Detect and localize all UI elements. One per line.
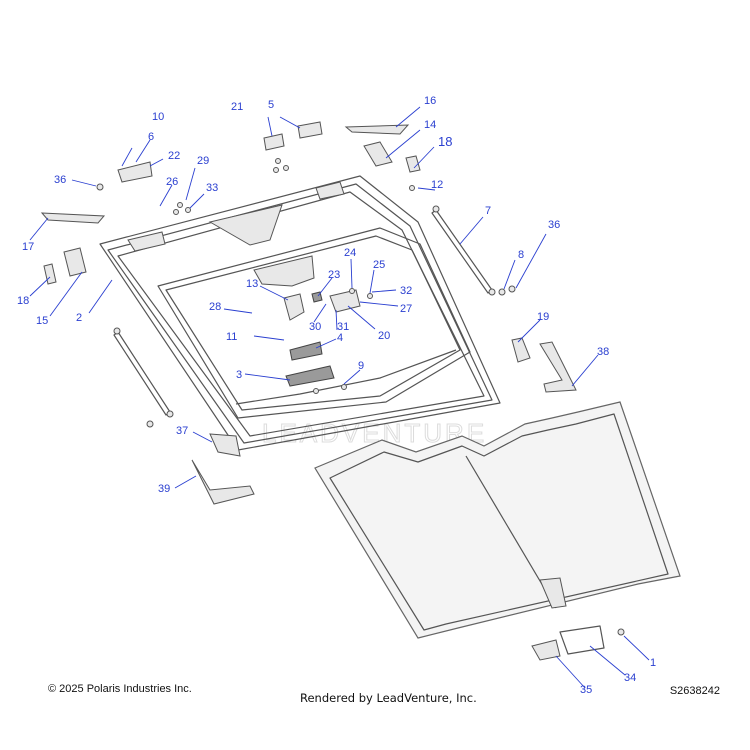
copyright-text: © 2025 Polaris Industries Inc.: [48, 683, 192, 695]
callout-36-right: 36: [548, 219, 560, 231]
callout-30: 30: [309, 321, 321, 333]
callout-13: 13: [246, 278, 258, 290]
callout-17: 17: [22, 241, 34, 253]
callout-37: 37: [176, 425, 188, 437]
gas-strut-left-part: [113, 327, 174, 418]
callout-14: 14: [424, 119, 436, 131]
callout-24: 24: [344, 247, 356, 259]
gas-strut-right-part: [431, 205, 496, 296]
callout-19: 19: [537, 311, 549, 323]
callout-4: 4: [337, 332, 343, 344]
hinges-and-brackets: [40, 121, 625, 661]
callout-18-left: 18: [17, 295, 29, 307]
callout-35: 35: [580, 684, 592, 696]
callout-2: 2: [76, 312, 82, 324]
callout-29: 29: [197, 155, 209, 167]
callout-23: 23: [328, 269, 340, 281]
callout-10: 10: [152, 111, 164, 123]
callout-39: 39: [158, 483, 170, 495]
callout-12: 12: [431, 179, 443, 191]
callout-11: 11: [226, 331, 237, 343]
callout-22: 22: [168, 150, 180, 162]
callout-5: 5: [268, 99, 274, 111]
glass-panel-part: [314, 401, 681, 639]
callout-1: 1: [650, 657, 656, 669]
callout-27: 27: [400, 303, 412, 315]
callout-9: 9: [358, 360, 364, 372]
callout-36-left: 36: [54, 174, 66, 186]
callout-16: 16: [424, 95, 436, 107]
leader-lines: [29, 106, 650, 689]
callout-32: 32: [400, 285, 412, 297]
callout-6: 6: [148, 131, 154, 143]
callout-8: 8: [518, 249, 524, 261]
callout-28: 28: [209, 301, 221, 313]
callout-7: 7: [485, 205, 491, 217]
callout-25: 25: [373, 259, 385, 271]
diagram-id-text: S2638242: [669, 685, 720, 697]
callout-26: 26: [166, 176, 178, 188]
callout-38: 38: [597, 346, 609, 358]
callout-20: 20: [378, 330, 390, 342]
callouts: 10 6 22 36 26 29 33 21 5 16 14 18 12 7 3…: [17, 95, 656, 696]
callout-21: 21: [231, 101, 243, 113]
door-frame-part: [99, 175, 501, 451]
callout-18-right: 18: [438, 134, 452, 149]
callout-3: 3: [236, 369, 242, 381]
callout-34: 34: [624, 672, 636, 684]
callout-15: 15: [36, 315, 48, 327]
inner-panel-part: [157, 227, 471, 419]
rendered-by-text: Rendered by LeadVenture, Inc.: [300, 691, 477, 705]
callout-33: 33: [206, 182, 218, 194]
callout-31: 31: [337, 321, 349, 333]
